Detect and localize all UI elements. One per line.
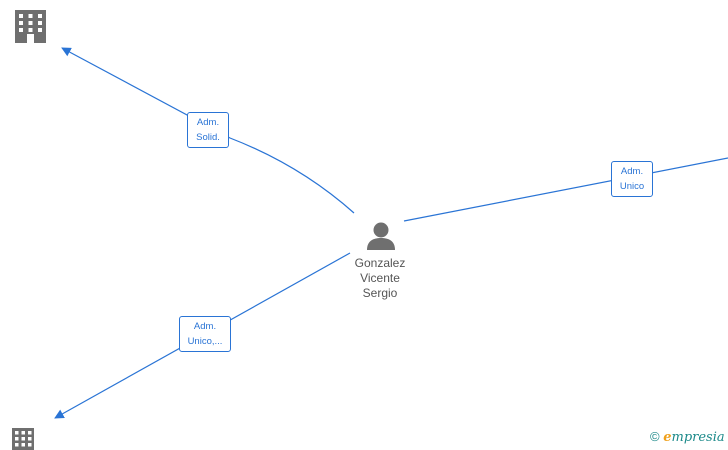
person-name[interactable]: Gonzalez Vicente Sergio <box>330 256 430 301</box>
person-name-line: Gonzalez <box>354 256 406 270</box>
brand-logo-text: mpresia <box>671 430 725 445</box>
relation-label-line: Unico,... <box>187 336 223 347</box>
edge-adm-unico <box>403 157 728 222</box>
edge-adm-solid <box>61 47 355 214</box>
relation-label-line: Adm. <box>196 117 220 128</box>
relation-label-line: Adm. <box>620 166 644 177</box>
relation-label-line: Solid. <box>196 132 220 143</box>
relation-label-adm-solid[interactable]: Adm. Solid. <box>187 112 229 148</box>
building-icon[interactable] <box>12 428 34 450</box>
brand-logo-e: e <box>663 430 672 445</box>
relation-label-adm-unico-more[interactable]: Adm. Unico,... <box>179 316 231 352</box>
person-name-line: Sergio <box>362 286 398 300</box>
person-name-line: Vicente <box>360 271 400 285</box>
relation-label-adm-unico[interactable]: Adm. Unico <box>611 161 653 197</box>
copyright-symbol: © <box>650 429 660 444</box>
relation-label-line: Adm. <box>193 321 217 332</box>
brand-watermark: © empresia <box>650 429 725 445</box>
building-icon[interactable] <box>15 10 46 43</box>
person-icon[interactable] <box>367 222 395 251</box>
relation-label-line: Unico <box>619 181 645 192</box>
